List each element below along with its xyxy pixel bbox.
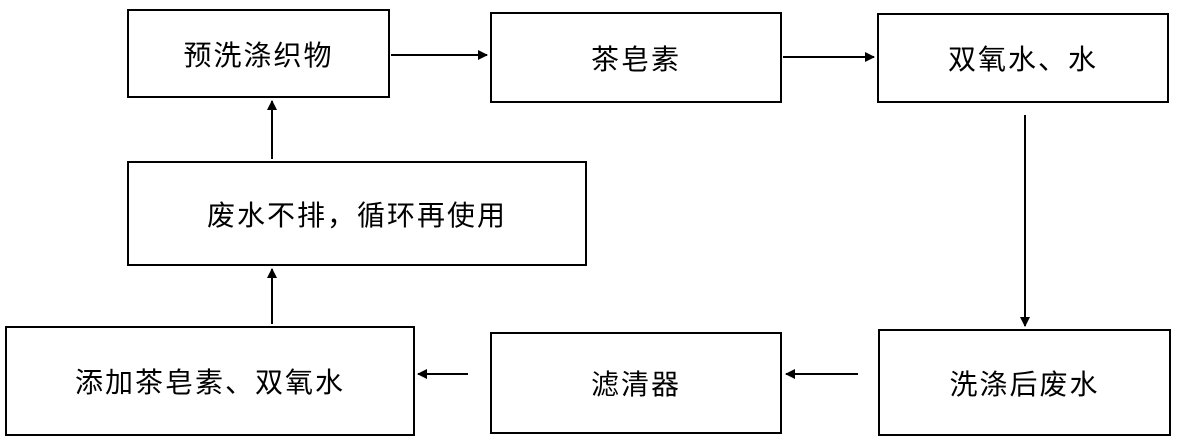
node-reuse: 废水不排，循环再使用	[127, 161, 587, 266]
node-label: 双氧水、水	[947, 43, 1098, 76]
node-label: 洗涤后废水	[949, 367, 1100, 401]
node-filter: 滤清器	[490, 332, 782, 434]
node-add-chemicals: 添加茶皂素、双氧水	[5, 326, 415, 436]
node-label: 添加茶皂素、双氧水	[74, 366, 345, 399]
node-label: 滤清器	[590, 368, 681, 401]
node-label: 预洗涤织物	[183, 38, 334, 72]
node-prewash-fabric: 预洗涤织物	[127, 9, 390, 98]
node-h2o2-water: 双氧水、水	[877, 13, 1169, 103]
node-label: 废水不排，循环再使用	[206, 198, 507, 232]
node-label: 茶皂素	[590, 42, 681, 76]
node-tea-saponin: 茶皂素	[490, 12, 782, 103]
node-wastewater: 洗涤后废水	[878, 329, 1171, 436]
